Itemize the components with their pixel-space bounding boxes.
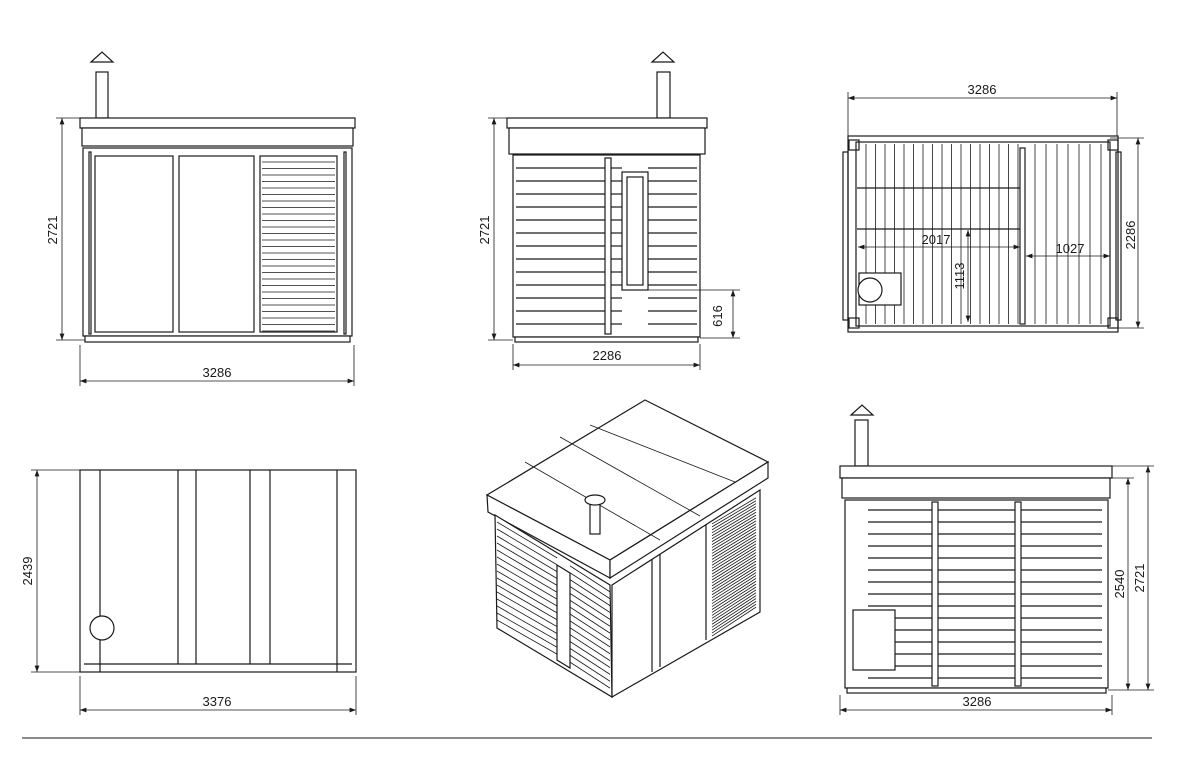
slat-line bbox=[711, 589, 757, 619]
slat-line bbox=[711, 555, 757, 584]
slat-line bbox=[711, 511, 757, 540]
slat-line bbox=[569, 572, 611, 600]
slat-line bbox=[496, 619, 558, 655]
back-height-dimension: 2721 bbox=[1132, 564, 1147, 593]
slat-line bbox=[496, 556, 558, 593]
slat-line bbox=[711, 540, 757, 569]
roof-width-dimension: 3376 bbox=[203, 694, 232, 709]
isometric-view bbox=[485, 399, 770, 699]
slat-line bbox=[711, 569, 757, 599]
slat-line bbox=[569, 627, 611, 655]
slat-line bbox=[711, 572, 757, 601]
slat-line bbox=[496, 549, 558, 586]
slat-line bbox=[569, 593, 611, 620]
slat-line bbox=[711, 557, 757, 587]
slat-line bbox=[711, 537, 757, 566]
slat-line bbox=[711, 514, 757, 542]
slat-line bbox=[711, 543, 757, 572]
side-width-dimension: 2286 bbox=[593, 348, 622, 363]
slat-line bbox=[711, 526, 757, 554]
slat-line bbox=[496, 570, 558, 607]
slat-line bbox=[569, 654, 611, 682]
back-elevation-view: 2540 2721 3286 bbox=[839, 404, 1154, 715]
slat-line bbox=[711, 497, 757, 525]
back-width-dimension: 3286 bbox=[963, 694, 992, 709]
slat-line bbox=[711, 532, 757, 560]
slat-line bbox=[711, 503, 757, 531]
slat-line bbox=[569, 620, 611, 648]
slat-line bbox=[496, 577, 558, 614]
slat-line bbox=[569, 599, 611, 627]
slat-line bbox=[711, 578, 757, 607]
slat-line bbox=[711, 549, 757, 578]
slat-line bbox=[569, 634, 611, 661]
back-wall-height-dimension: 2540 bbox=[1112, 570, 1127, 599]
slat-line bbox=[496, 598, 558, 634]
roof-plan-view: 2439 3376 bbox=[20, 469, 357, 715]
slat-line bbox=[496, 612, 558, 648]
roof-depth-dimension: 2439 bbox=[20, 557, 35, 586]
front-elevation-view: 2721 3286 bbox=[45, 51, 356, 386]
slat-line bbox=[569, 606, 611, 634]
slat-line bbox=[711, 509, 757, 537]
side-height-dimension: 2721 bbox=[477, 216, 492, 245]
slat-line bbox=[496, 563, 558, 600]
slat-line bbox=[496, 528, 558, 566]
slat-line bbox=[569, 613, 611, 641]
slat-line bbox=[711, 575, 757, 604]
plan-width-dimension: 3286 bbox=[968, 82, 997, 97]
front-height-dimension: 2721 bbox=[45, 216, 60, 245]
slat-line bbox=[496, 605, 558, 641]
slat-line bbox=[496, 591, 558, 627]
slat-line bbox=[569, 641, 611, 668]
slat-line bbox=[496, 535, 558, 572]
slat-line bbox=[711, 546, 757, 575]
slat-line bbox=[496, 542, 558, 579]
slat-line bbox=[711, 583, 757, 613]
chimney-icon bbox=[584, 494, 606, 506]
slat-line bbox=[711, 552, 757, 581]
chimney-cap-icon bbox=[89, 51, 115, 63]
slat-line bbox=[569, 565, 611, 593]
floor-plan-view: 2017 1113 1027 3286 2286 bbox=[842, 82, 1144, 333]
slat-line bbox=[569, 586, 611, 613]
slat-line bbox=[711, 603, 757, 634]
slat-line bbox=[711, 506, 757, 534]
slat-line bbox=[711, 566, 757, 596]
chimney-cap-icon bbox=[650, 51, 676, 63]
chimney-cap-icon bbox=[849, 404, 875, 416]
front-width-dimension: 3286 bbox=[203, 365, 232, 380]
slat-line bbox=[711, 598, 757, 628]
plan-depth-dimension: 2286 bbox=[1123, 221, 1138, 250]
slat-line bbox=[711, 592, 757, 622]
slat-line bbox=[711, 601, 757, 631]
slat-line bbox=[711, 563, 757, 593]
slat-line bbox=[496, 584, 558, 621]
window-sill-dimension: 616 bbox=[710, 305, 725, 327]
slat-line bbox=[711, 529, 757, 557]
slat-line bbox=[711, 560, 757, 590]
slat-line bbox=[496, 521, 558, 559]
slat-line bbox=[711, 606, 757, 637]
slat-line bbox=[711, 580, 757, 610]
slat-line bbox=[711, 595, 757, 625]
slat-line bbox=[569, 661, 611, 689]
slat-line bbox=[711, 523, 757, 551]
sauna-width-dimension: 2017 bbox=[922, 232, 951, 247]
chimney-icon bbox=[89, 615, 115, 641]
slat-line bbox=[569, 648, 611, 675]
slat-line bbox=[711, 520, 757, 548]
heater-icon bbox=[857, 277, 883, 303]
side-elevation-view: 2721 616 2286 bbox=[477, 51, 740, 370]
slat-line bbox=[569, 579, 611, 606]
room-width-dimension: 1027 bbox=[1056, 241, 1085, 256]
slat-line bbox=[711, 586, 757, 616]
slat-line bbox=[711, 534, 757, 563]
sauna-depth-dimension: 1113 bbox=[952, 263, 967, 290]
slat-line bbox=[711, 500, 757, 528]
slat-line bbox=[711, 517, 757, 545]
